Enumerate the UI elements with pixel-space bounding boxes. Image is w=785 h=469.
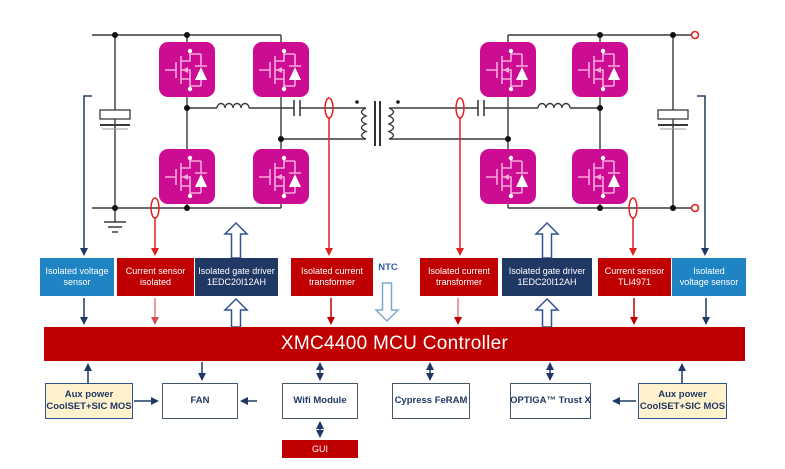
box-label: Isolated current bbox=[427, 266, 491, 276]
box-label: isolated bbox=[139, 277, 172, 287]
box-isolated-current-transformer-left: Isolated current transformer bbox=[291, 258, 373, 296]
box-label: 1EDC20I12AH bbox=[517, 277, 577, 287]
box-label: transformer bbox=[308, 277, 355, 287]
box-isolated-gate-driver-left: Isolated gate driver 1EDC20I12AH bbox=[195, 258, 278, 296]
box-gui: GUI bbox=[282, 440, 358, 458]
junction-dots bbox=[112, 32, 676, 211]
current-sense-arrowheads bbox=[151, 248, 637, 256]
mosfet-icon bbox=[252, 41, 310, 98]
box-label: Aux power bbox=[64, 389, 114, 400]
box-isolated-gate-driver-right: Isolated gate driver 1EDC20I12AH bbox=[502, 258, 592, 296]
mosfet-icon bbox=[158, 41, 216, 98]
box-label: Aux power bbox=[658, 389, 707, 400]
box-aux-power-left: Aux power CoolSET+SIC MOS bbox=[45, 383, 133, 419]
box-label: Current sensor bbox=[125, 266, 186, 276]
mcu-peripheral-arrowheads bbox=[84, 362, 686, 438]
box-label: voltage sensor bbox=[679, 277, 739, 287]
box-isolated-voltage-sensor-left: Isolated voltage sensor bbox=[40, 258, 114, 296]
box-aux-power-right: Aux power CoolSET+SIC MOS bbox=[638, 383, 727, 419]
box-label: FAN bbox=[190, 395, 210, 406]
box-isolated-voltage-sensor-right: Isolated voltage sensor bbox=[672, 258, 746, 296]
mcu-signal-arrows bbox=[80, 298, 710, 325]
current-sense-loops bbox=[150, 97, 638, 248]
box-label: Wifi Module bbox=[293, 395, 347, 406]
mcu-controller-bar: XMC4400 MCU Controller bbox=[44, 327, 745, 361]
terminal-icons bbox=[690, 30, 700, 213]
box-wifi-module: Wifi Module bbox=[282, 383, 358, 419]
box-label: Isolated bbox=[693, 266, 725, 276]
capacitor-icon-right bbox=[657, 109, 689, 130]
box-cypress-feram: Cypress FeRAM bbox=[392, 383, 470, 419]
box-label: transformer bbox=[435, 277, 482, 287]
mosfet-icon bbox=[479, 41, 537, 98]
ntc-arrow bbox=[374, 282, 400, 323]
mosfet-icon bbox=[252, 148, 310, 205]
mcu-peripheral-lines bbox=[87, 362, 683, 435]
box-label: GUI bbox=[311, 444, 328, 454]
mcu-label: XMC4400 MCU Controller bbox=[280, 333, 509, 354]
box-label: sensor bbox=[63, 277, 91, 287]
box-isolated-current-transformer-right: Isolated current transformer bbox=[420, 258, 498, 296]
box-label: CoolSET+SIC MOS bbox=[639, 401, 726, 412]
box-label: Isolated current bbox=[300, 266, 364, 276]
box-optiga-trust-x: OPTIGA™ Trust X bbox=[510, 383, 591, 419]
capacitor-icon-left bbox=[99, 109, 131, 130]
box-fan: FAN bbox=[162, 383, 238, 419]
box-current-sensor-isolated: Current sensor isolated bbox=[117, 258, 194, 296]
box-current-sensor-tli4971: Current sensor TLI4971 bbox=[598, 258, 671, 296]
ntc-label: NTC bbox=[378, 262, 398, 273]
ground-icon bbox=[104, 208, 126, 233]
box-label: Isolated gate driver bbox=[508, 266, 586, 276]
box-label: Cypress FeRAM bbox=[394, 395, 468, 406]
transformer-icon bbox=[355, 100, 400, 146]
box-label: Isolated gate driver bbox=[198, 266, 275, 276]
box-label: Isolated voltage bbox=[45, 266, 109, 276]
box-label: 1EDC20I12AH bbox=[206, 277, 267, 287]
mosfet-icon bbox=[479, 148, 537, 205]
box-label: TLI4971 bbox=[617, 277, 652, 287]
mosfet-icon bbox=[571, 148, 629, 205]
mosfet-icon bbox=[571, 41, 629, 98]
mosfet-icon bbox=[158, 148, 216, 205]
box-label: Current sensor bbox=[604, 266, 665, 276]
box-label: CoolSET+SIC MOS bbox=[46, 401, 132, 412]
voltage-sense-lines bbox=[83, 95, 706, 248]
box-label: OPTIGA™ Trust X bbox=[510, 395, 591, 406]
voltage-sense-arrowheads bbox=[80, 248, 709, 256]
